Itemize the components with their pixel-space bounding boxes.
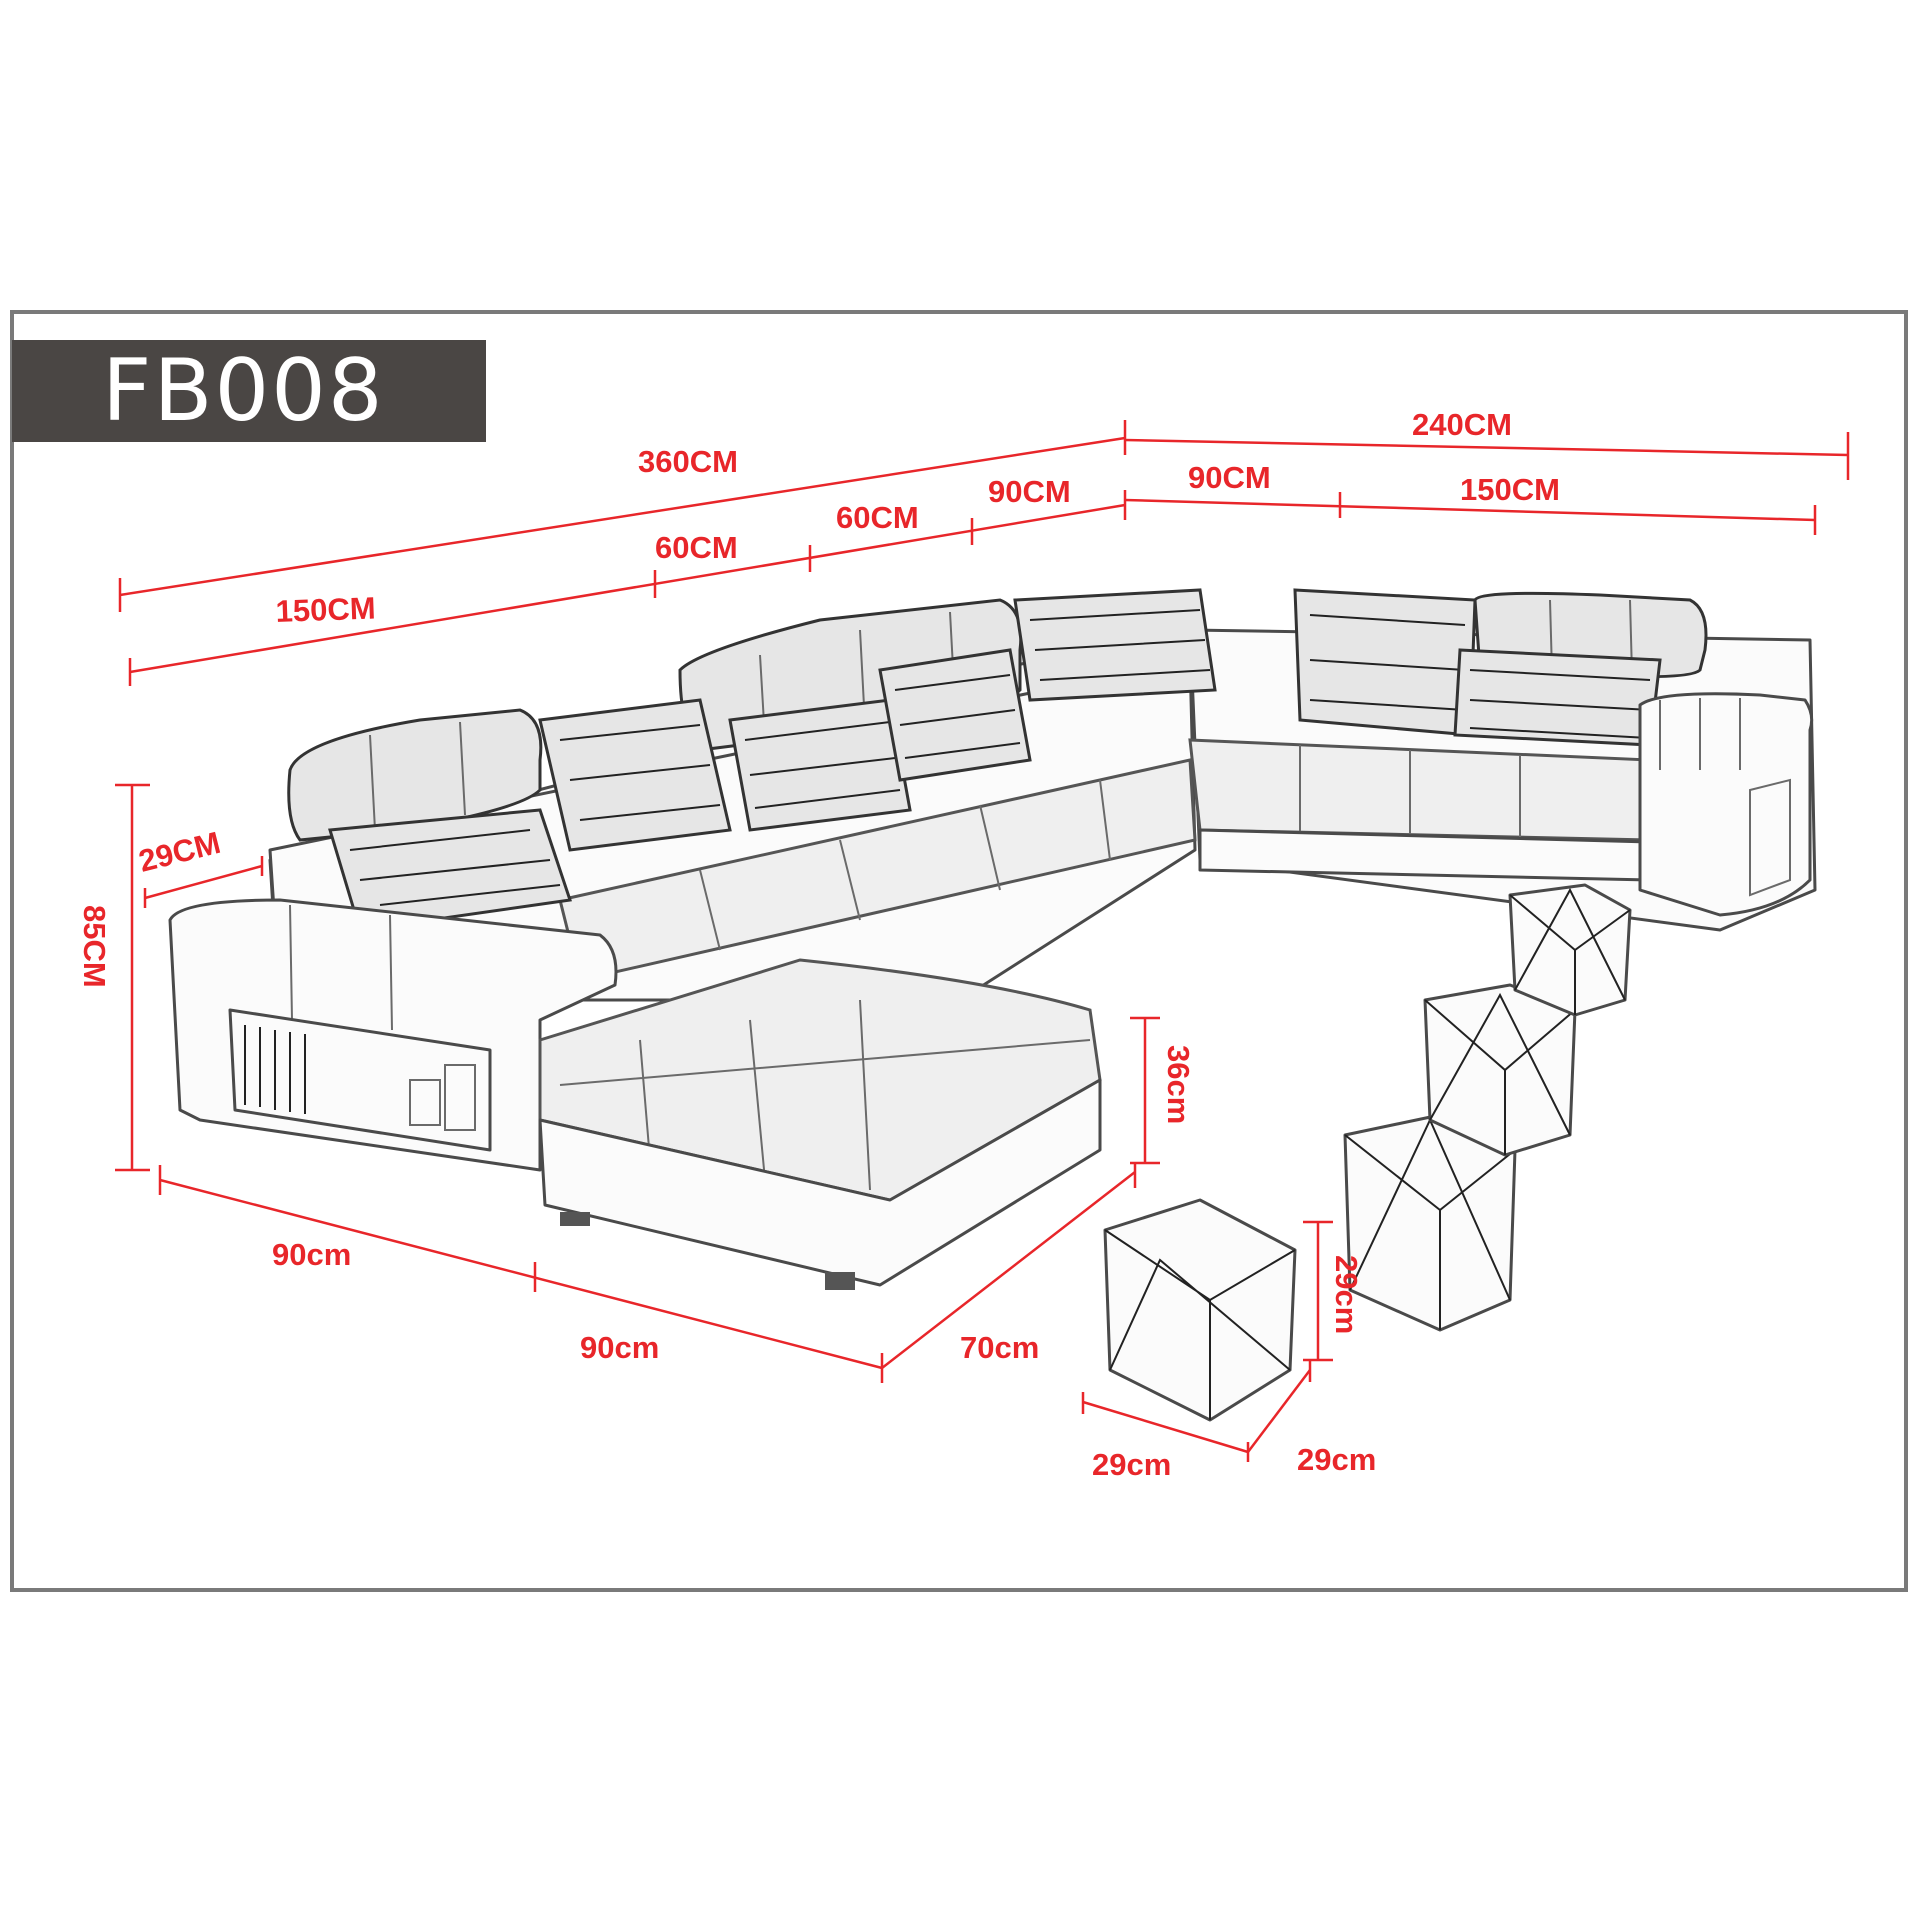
dim-height: 85CM	[77, 905, 112, 988]
dim-stool-width: 29cm	[1092, 1447, 1171, 1482]
dim-seg-60-a: 60CM	[655, 530, 738, 565]
model-title: FB008	[102, 341, 385, 441]
dim-right-section-width: 240CM	[1412, 407, 1512, 442]
dim-seg-90-right: 90CM	[1188, 460, 1271, 495]
dim-chaise-depth: 70cm	[960, 1330, 1039, 1365]
stool-front	[1103, 1198, 1297, 1422]
dim-arm-depth: 29CM	[135, 825, 224, 879]
dim-ottoman-height: 36cm	[1161, 1045, 1196, 1124]
dim-total-back-width: 360CM	[638, 444, 738, 479]
dim-stool-depth: 29cm	[1297, 1442, 1376, 1477]
dim-seg-150-right: 150CM	[1460, 472, 1560, 507]
stool-fourth	[1508, 883, 1632, 1017]
dim-seg-left-150: 150CM	[275, 591, 376, 629]
dim-seg-60-b: 60CM	[836, 500, 919, 535]
dimension-labels: 360CM 240CM 150CM 60CM 60CM 90CM 90CM 15…	[77, 407, 1560, 1482]
dim-front-90-a: 90cm	[272, 1237, 351, 1272]
dimension-lines	[115, 420, 1850, 1462]
dim-stool-height: 29cm	[1329, 1255, 1364, 1334]
stool-third	[1423, 983, 1577, 1157]
title-banner	[12, 340, 486, 442]
sofa-illustration	[168, 588, 1817, 1422]
dim-seg-90-top: 90CM	[988, 474, 1071, 509]
dim-front-90-b: 90cm	[580, 1330, 659, 1365]
